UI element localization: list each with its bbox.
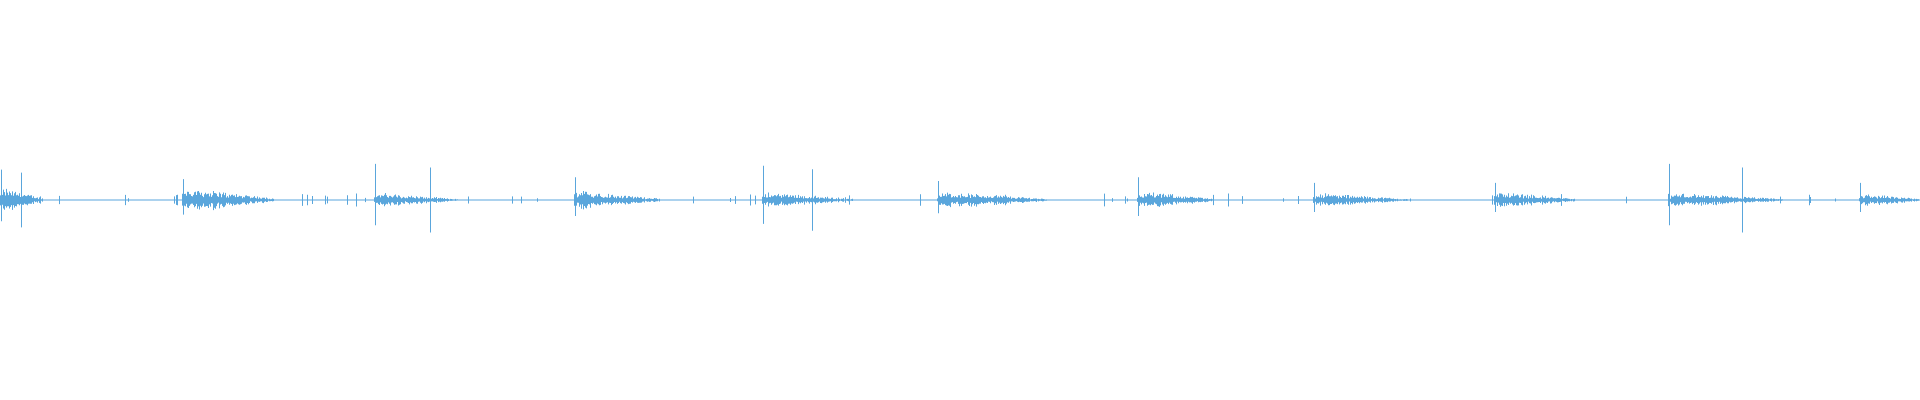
waveform-burst-path	[1859, 182, 1920, 212]
waveform-burst	[1859, 182, 1920, 212]
waveform-burst	[1313, 182, 1408, 212]
waveform-burst	[1494, 182, 1575, 212]
waveform-burst	[574, 177, 660, 216]
waveform-burst	[0, 169, 43, 228]
waveform-bursts	[0, 163, 1920, 233]
waveform-burst-path	[1313, 182, 1408, 212]
waveform-burst-path	[1668, 163, 1783, 233]
waveform-burst	[182, 179, 274, 215]
waveform-burst-path	[374, 163, 458, 233]
waveform-noise-ticks	[26, 193, 1882, 207]
waveform-burst-path	[0, 169, 43, 228]
waveform-burst-path	[762, 165, 853, 231]
waveform-burst	[1668, 163, 1783, 233]
waveform-burst	[937, 181, 1047, 214]
waveform-burst-path	[1494, 182, 1575, 212]
waveform-burst-path	[937, 181, 1047, 214]
waveform-burst	[762, 165, 853, 231]
waveform-burst-path	[182, 179, 274, 215]
waveform-burst-path	[574, 177, 660, 216]
waveform-burst	[374, 163, 458, 233]
